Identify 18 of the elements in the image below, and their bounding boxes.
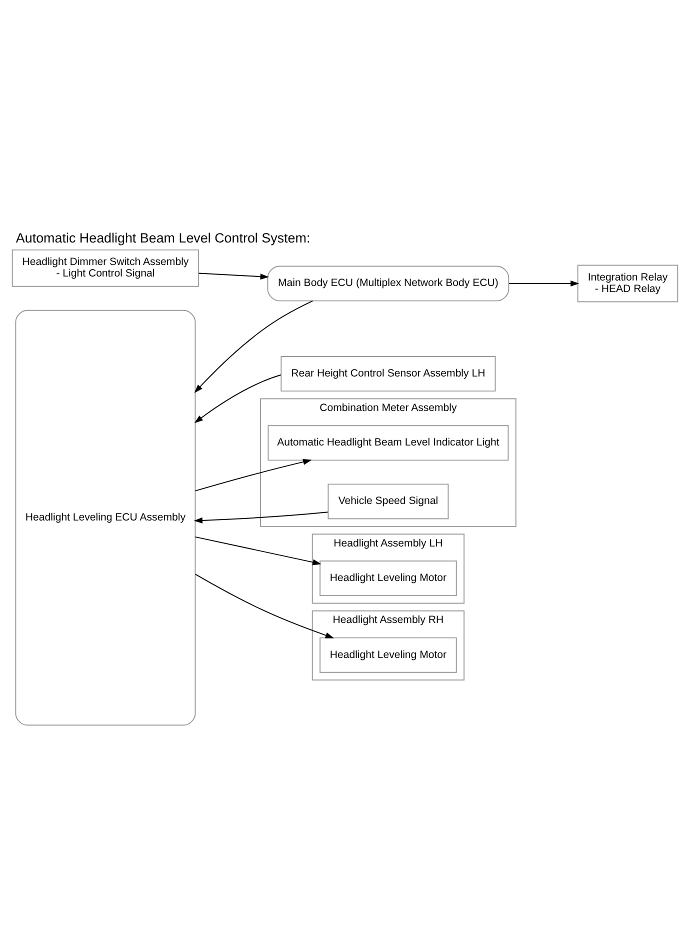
arrow — [194, 511, 328, 523]
arrow — [194, 458, 312, 491]
node-box: Automatic Headlight Beam Level Indicator Light — [268, 424, 509, 460]
node-box: Headlight Dimmer Switch Assembly - Light Control Signal — [12, 248, 200, 286]
node-box: Vehicle Speed Signal — [328, 483, 449, 519]
node-box: Headlight Leveling Motor — [320, 636, 457, 672]
arrow — [194, 536, 322, 565]
arrow — [508, 280, 580, 286]
arrow — [198, 272, 269, 280]
node-box: Main Body ECU (Multiplex Network Body ECU) — [267, 265, 510, 301]
diagram-title: Automatic Headlight Beam Level Control System: — [16, 230, 310, 245]
node-box: Integration Relay - HEAD Relay — [577, 264, 678, 302]
node-box: Headlight Leveling Motor — [320, 560, 457, 596]
arrow — [194, 374, 282, 423]
arrow — [194, 300, 314, 392]
node-box: Rear Height Control Sensor Assembly LH — [280, 356, 496, 392]
arrow — [194, 573, 334, 638]
node-box: Headlight Leveling ECU Assembly — [15, 309, 196, 726]
